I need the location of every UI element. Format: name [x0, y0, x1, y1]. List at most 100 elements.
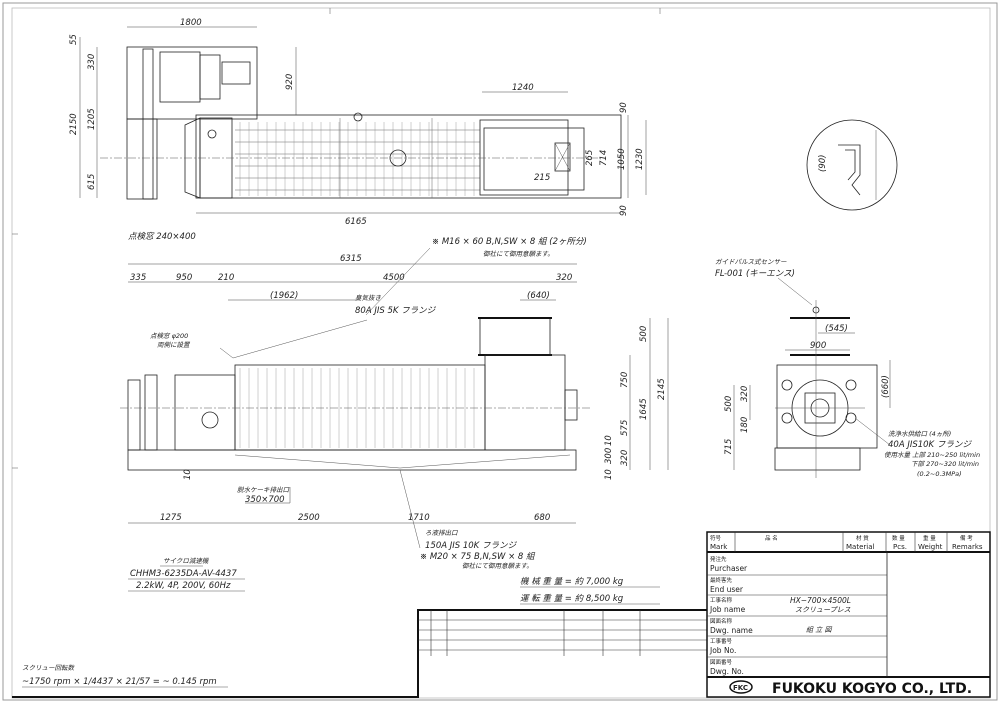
- company-name: FUKOKU KOGYO CO., LTD.: [772, 681, 972, 697]
- filtrate-flange: 150A JIS 10K フランジ: [425, 541, 517, 551]
- dim-300: 300: [604, 448, 614, 464]
- dwg-name-jp: 図面名称: [710, 617, 733, 625]
- dim-1240: 1240: [512, 83, 534, 93]
- dim-1800: 1800: [180, 18, 202, 28]
- dim-330: 330: [87, 54, 97, 70]
- dim-660: (660): [881, 375, 891, 398]
- dim-1962: (1962): [270, 291, 298, 301]
- end-user-jp: 最終客先: [710, 576, 733, 584]
- bolt-note-bottom: ※ M20 × 75 B,N,SW × 8 組: [420, 551, 536, 562]
- purchaser-jp: 発注先: [710, 555, 727, 563]
- bolt-note-top: ※ M16 × 60 B,N,SW × 8 組 (2ヶ所分): [432, 236, 587, 247]
- weight-header: Weight: [918, 543, 943, 551]
- job-name-jp: 工事名称: [710, 596, 733, 604]
- job-name-value-jp: スクリュープレス: [795, 606, 851, 614]
- filtrate-outlet-label: ろ液排出口: [425, 529, 458, 537]
- dim-1205: 1205: [87, 108, 97, 130]
- dim-2145: 2145: [657, 378, 667, 400]
- dim-55: 55: [69, 34, 79, 45]
- fkc-logo: [729, 680, 753, 694]
- dwg-no-label: Dwg. No.: [710, 667, 744, 676]
- dwg-name-label: Dwg. name: [710, 626, 753, 635]
- remarks-header: Remarks: [952, 543, 983, 551]
- reducer-model: CHHM3-6235DA-AV-4437: [130, 569, 237, 579]
- end-user-label: End user: [710, 585, 744, 594]
- drawing-frame: [11, 7, 991, 699]
- machine-weight: 機 械 重 量 = 約 7,000 kg: [520, 576, 624, 587]
- dim-215: 215: [534, 173, 550, 183]
- supply-note-top: 御社にて御用意願ます。: [483, 250, 554, 258]
- reducer-title: サイクロ減速機: [163, 557, 210, 565]
- dim-210: 210: [218, 273, 234, 283]
- vent-flange: 80A JIS 5K フランジ: [355, 306, 437, 316]
- dim-500-end: 500: [724, 396, 734, 412]
- notes: サイクロ減速機 CHHM3-6235DA-AV-4437 2.2kW, 4P, …: [22, 557, 660, 688]
- dim-714: 714: [599, 150, 609, 166]
- sensor-label: ガイドパルス式センサー: [715, 258, 787, 266]
- dim-10-c: 10: [183, 469, 193, 480]
- inspection-window-note: 点検窓 240×400: [128, 231, 196, 242]
- end-view-labels: ガイドパルス式センサー FL-001 (キーエンス) (545) 900 (66…: [715, 258, 980, 478]
- purchaser-label: Purchaser: [710, 564, 748, 573]
- fkc-logo-text: FKC: [733, 684, 748, 692]
- end-view: [733, 277, 891, 478]
- dim-90-bottom: 90: [619, 205, 629, 216]
- usage-upper: 使用水量 上部 210~250 lit/min: [884, 451, 980, 459]
- top-view: [79, 26, 647, 214]
- mark-header: Mark: [710, 543, 728, 551]
- job-no-label: Job No.: [709, 646, 736, 655]
- dim-1050: 1050: [617, 148, 627, 170]
- material-jp: 材 質: [856, 534, 869, 542]
- dim-10-a: 10: [604, 435, 614, 446]
- dim-1645: 1645: [639, 398, 649, 420]
- dim-750: 750: [620, 372, 630, 388]
- dim-180: 180: [740, 417, 750, 433]
- weight-jp: 重 量: [923, 534, 936, 542]
- title-block: 符号 Mark 品 名 材 質 Material 数 量 Pcs. 重 量 We…: [706, 531, 991, 698]
- dim-575: 575: [620, 420, 630, 436]
- vent-label: 臭気抜き: [355, 294, 382, 302]
- screw-speed-title: スクリュー回転数: [22, 664, 76, 672]
- dim-6315: 6315: [340, 254, 362, 264]
- reducer-spec: 2.2kW, 4P, 200V, 60Hz: [136, 581, 231, 591]
- material-header: Material: [846, 543, 874, 551]
- dim-2150: 2150: [69, 113, 79, 135]
- dwg-name-value: 組 立 図: [806, 626, 832, 634]
- dim-640: (640): [527, 291, 550, 301]
- pcs-header: Pcs.: [893, 543, 907, 551]
- cake-outlet-label: 脱水ケーキ排出口: [237, 486, 290, 494]
- detail-view: (90): [806, 119, 898, 211]
- revision-table: [12, 609, 707, 698]
- dim-2500: 2500: [298, 513, 320, 523]
- sensor-model: FL-001 (キーエンス): [715, 269, 795, 279]
- job-no-jp: 工事番号: [710, 637, 733, 645]
- pcs-jp: 数 量: [892, 534, 905, 542]
- dim-615: 615: [87, 174, 97, 190]
- inspection-window-note: 両側に設置: [157, 341, 191, 349]
- mark-jp: 符号: [710, 534, 722, 542]
- dim-900: 900: [810, 341, 826, 351]
- top-view-dims: 1800 55 330 920 2150 1205 615 1240 90 26…: [69, 18, 645, 242]
- job-name-value: HX−700×4500L: [790, 596, 851, 605]
- dim-4500: 4500: [383, 273, 405, 283]
- wash-label: 洗浄水供給口 (4ヵ所): [888, 430, 951, 438]
- dim-500: 500: [639, 326, 649, 342]
- dim-1275: 1275: [160, 513, 182, 523]
- dim-715: 715: [724, 439, 734, 455]
- usage-lower: 下部 270~320 lit/min: [911, 460, 979, 468]
- usage-pressure: (0.2~0.3MPa): [917, 470, 962, 478]
- side-view: [120, 247, 669, 549]
- dim-6165: 6165: [345, 217, 367, 227]
- dim-1710: 1710: [408, 513, 430, 523]
- dim-680: 680: [534, 513, 550, 523]
- detail-dim-90: (90): [818, 155, 828, 172]
- dim-335: 335: [130, 273, 146, 283]
- operating-weight: 運 転 重 量 = 約 8,500 kg: [520, 593, 624, 604]
- screw-speed-formula: ~1750 rpm × 1/4437 × 21/57 = ~ 0.145 rpm: [22, 677, 217, 687]
- dim-1230: 1230: [635, 148, 645, 170]
- cake-outlet-size: 350×700: [245, 495, 285, 505]
- job-name-label: Job name: [709, 605, 746, 614]
- wash-flange: 40A JIS10K フランジ: [888, 440, 972, 450]
- dim-545: (545): [825, 324, 848, 334]
